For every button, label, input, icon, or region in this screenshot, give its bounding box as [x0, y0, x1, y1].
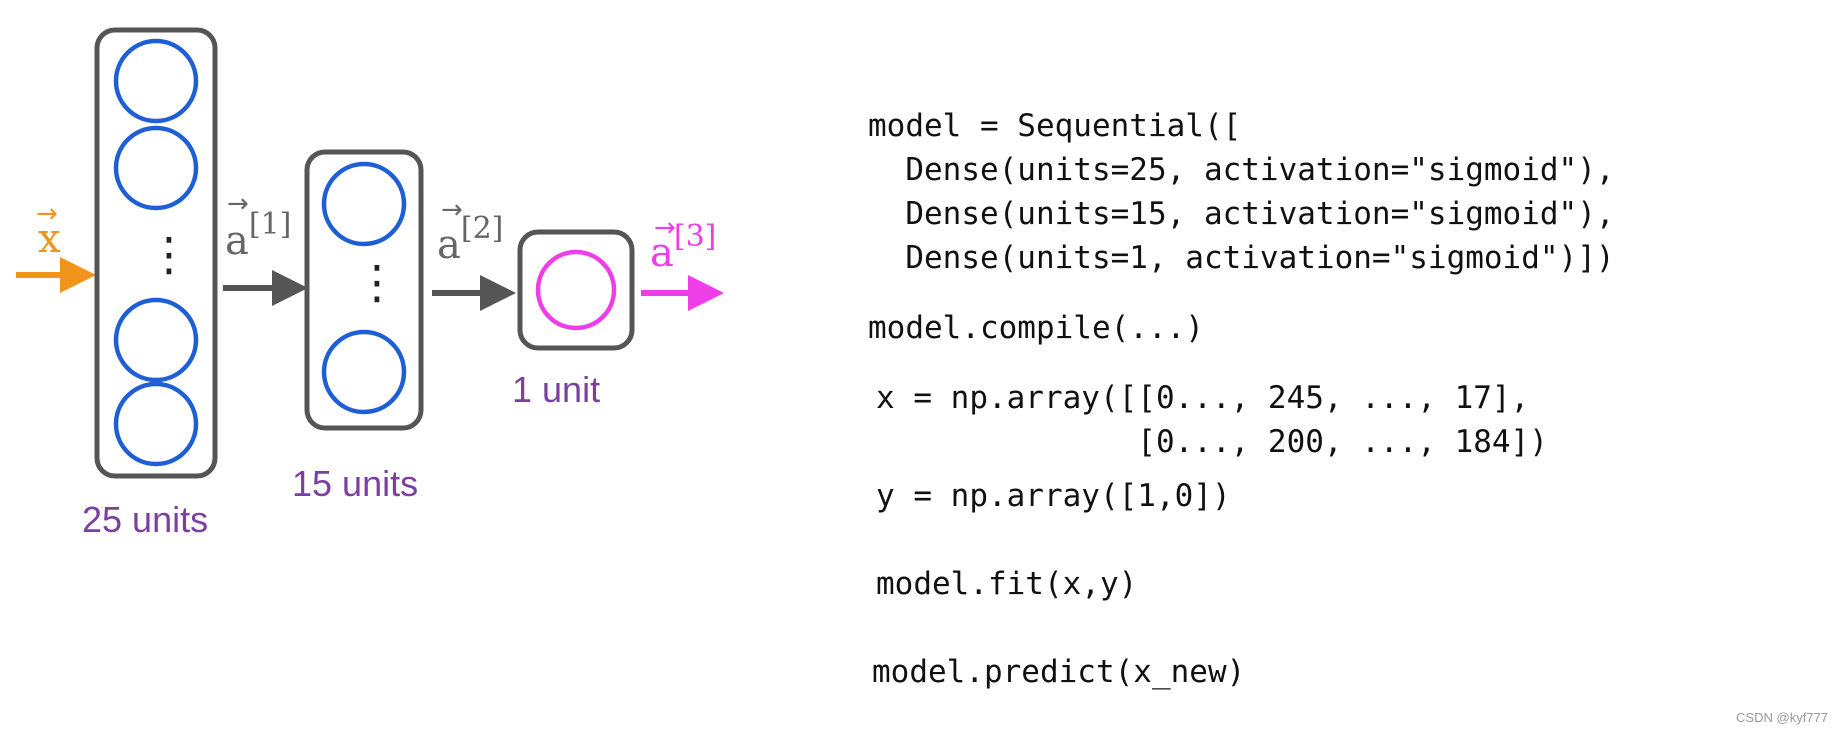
activation-2-vector-arrow: →	[441, 195, 463, 225]
code-line-dense-1: Dense(units=1, activation="sigmoid")])	[868, 240, 1615, 276]
output-neuron	[535, 249, 617, 331]
code-line-dense-25: Dense(units=25, activation="sigmoid"),	[868, 152, 1615, 188]
code-line-x-array-row2: [0..., 200, ..., 184])	[876, 424, 1548, 460]
activation-3-vector-arrow: →	[654, 213, 676, 243]
input-label: x	[38, 216, 61, 262]
code-line-dense-15: Dense(units=15, activation="sigmoid"),	[868, 196, 1615, 232]
layer-2-units-label: 15 units	[292, 463, 418, 504]
code-line-model-sequential: model = Sequential([	[868, 108, 1242, 144]
code-line-compile: model.compile(...)	[868, 310, 1204, 346]
layer-3-units-label: 1 unit	[512, 369, 600, 410]
activation-1-label: a[1]	[225, 207, 291, 264]
activation-1-vector-arrow: →	[227, 189, 249, 219]
layer-1-neuron	[113, 38, 199, 124]
layer-2-neuron	[321, 161, 407, 247]
layer-1-units-label: 25 units	[82, 499, 208, 540]
layer-2-ellipsis: ⋮	[354, 255, 400, 309]
activation-2-label: a[2]	[437, 211, 503, 268]
watermark: CSDN @kyf777	[1736, 710, 1828, 725]
layer-2-neuron	[321, 329, 407, 415]
input-vector-arrow: →	[36, 199, 58, 229]
code-line-y-array: y = np.array([1,0])	[876, 478, 1231, 514]
activation-3-label: a[3]	[650, 219, 716, 276]
layer-1-neuron	[113, 381, 199, 467]
layer-1-neuron	[113, 125, 199, 211]
code-block: model = Sequential([ Dense(units=25, act…	[868, 104, 1615, 694]
code-line-fit: model.fit(x,y)	[876, 566, 1138, 602]
code-line-x-array: x = np.array([[0..., 245, ..., 17],	[876, 380, 1530, 416]
code-line-predict: model.predict(x_new)	[872, 654, 1246, 690]
layer-1-ellipsis: ⋮	[146, 227, 192, 281]
neural-network-diagram: → x ⋮ 25 units → a[1] ⋮ 15 units → a[2] …	[16, 27, 724, 540]
layer-1-neuron	[113, 297, 199, 383]
